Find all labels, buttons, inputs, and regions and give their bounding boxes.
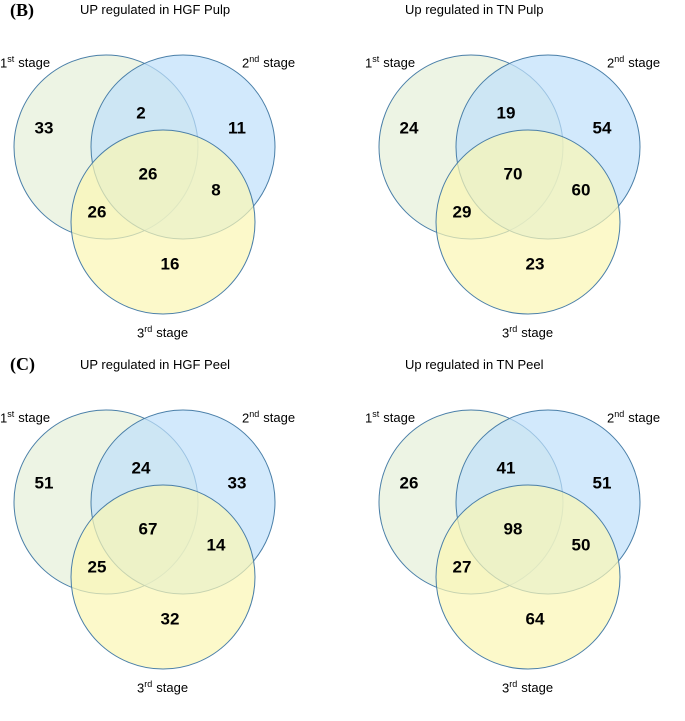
stage-word: stage [263, 55, 296, 71]
region-all-three: 70 [504, 164, 523, 183]
stage-ordinal-suffix: rd [509, 324, 518, 334]
region-set3-only: 16 [161, 254, 180, 273]
region-set2-set3: 60 [572, 180, 591, 199]
stage-word: stage [628, 55, 661, 71]
venn-diagram: 33 2 11 26 8 26 16 [13, 54, 276, 315]
region-all-three: 26 [139, 164, 158, 183]
stage-number: 1 [0, 55, 8, 71]
stage-ordinal-suffix: st [372, 54, 380, 64]
stage-number: 2 [607, 410, 615, 426]
stage-word: stage [156, 325, 189, 341]
region-set1-set3: 29 [453, 202, 472, 221]
stage-ordinal-suffix: rd [144, 324, 153, 334]
stage-word: stage [521, 325, 554, 341]
stage-ordinal-suffix: nd [249, 54, 260, 64]
region-set1-set3: 26 [88, 202, 107, 221]
venn-title: Up regulated in TN Pulp [405, 2, 544, 17]
region-set2-only: 54 [593, 118, 612, 137]
region-set1-set3: 27 [453, 557, 472, 576]
venn-title: Up regulated in TN Peel [405, 357, 544, 372]
stage-word: stage [383, 55, 416, 71]
panel-label-c: (C) [10, 354, 35, 374]
stage-number: 3 [137, 680, 145, 696]
region-set3-only: 32 [161, 609, 180, 628]
region-set3-only: 23 [526, 254, 545, 273]
stage-number: 3 [502, 680, 510, 696]
region-all-three: 67 [139, 519, 158, 538]
set3-circle [70, 129, 256, 315]
region-set2-set3: 8 [211, 180, 220, 199]
stage-word: stage [263, 410, 296, 426]
stage-word: stage [156, 680, 189, 696]
stage-word: stage [628, 410, 661, 426]
stage-ordinal-suffix: nd [249, 409, 260, 419]
region-set1-set2: 24 [132, 458, 151, 477]
region-set2-only: 33 [228, 473, 247, 492]
stage-ordinal-suffix: nd [614, 409, 625, 419]
region-set1-only: 51 [35, 473, 54, 492]
stage-ordinal-suffix: st [372, 409, 380, 419]
region-set1-only: 24 [400, 118, 419, 137]
set3-circle [70, 484, 256, 670]
region-set2-set3: 50 [572, 535, 591, 554]
stage-ordinal-suffix: st [7, 54, 15, 64]
region-set1-set2: 19 [497, 103, 516, 122]
set3-circle [435, 484, 621, 670]
set3-circle [435, 129, 621, 315]
stage-number: 2 [242, 410, 250, 426]
region-all-three: 98 [504, 519, 523, 538]
stage-word: stage [383, 410, 416, 426]
stage-ordinal-suffix: st [7, 409, 15, 419]
venn-title: UP regulated in HGF Pulp [80, 2, 231, 17]
stage-word: stage [18, 410, 51, 426]
region-set1-set2: 41 [497, 458, 516, 477]
panel-label-b: (B) [10, 0, 34, 20]
region-set1-only: 33 [35, 118, 54, 137]
stage-number: 3 [502, 325, 510, 341]
venn-diagram: 24 19 54 70 60 29 23 [378, 54, 641, 315]
venn-diagram: 26 41 51 98 50 27 64 [378, 409, 641, 670]
region-set2-only: 51 [593, 473, 612, 492]
region-set2-only: 11 [228, 118, 246, 137]
venn-diagram: 51 24 33 67 14 25 32 [13, 409, 276, 670]
stage-word: stage [521, 680, 554, 696]
region-set3-only: 64 [526, 609, 545, 628]
region-set2-set3: 14 [207, 535, 226, 554]
region-set1-set2: 2 [136, 103, 145, 122]
region-set1-set3: 25 [88, 557, 107, 576]
stage-number: 1 [365, 55, 373, 71]
stage-ordinal-suffix: rd [144, 679, 153, 689]
stage-number: 2 [242, 55, 250, 71]
stage-word: stage [18, 55, 51, 71]
stage-number: 1 [0, 410, 8, 426]
stage-number: 3 [137, 325, 145, 341]
venn-title: UP regulated in HGF Peel [80, 357, 231, 372]
stage-ordinal-suffix: rd [509, 679, 518, 689]
stage-number: 1 [365, 410, 373, 426]
region-set1-only: 26 [400, 473, 419, 492]
stage-number: 2 [607, 55, 615, 71]
stage-ordinal-suffix: nd [614, 54, 625, 64]
